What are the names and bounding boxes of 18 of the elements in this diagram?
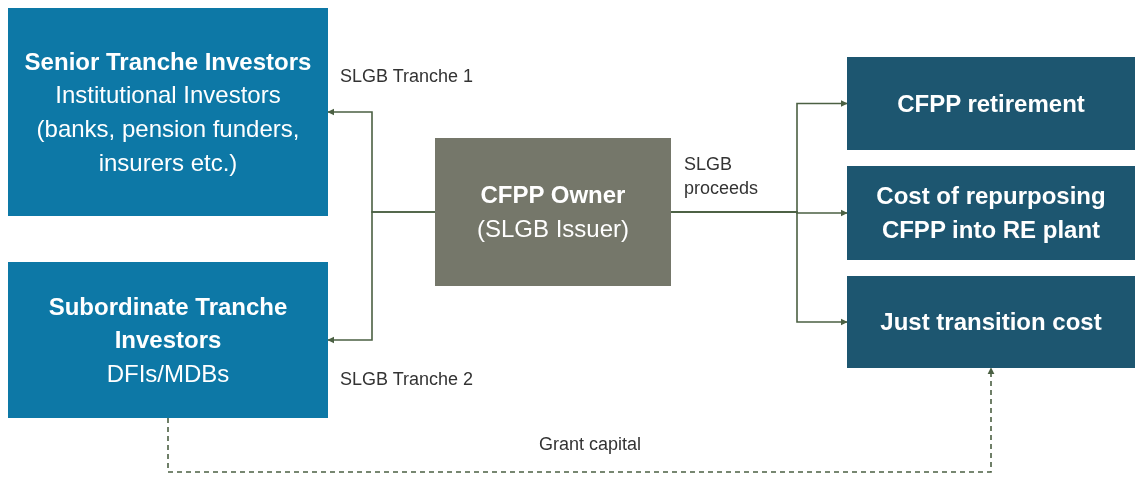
arrow [670, 211, 848, 326]
dashed-arrow [167, 367, 995, 473]
box-heading: Cost of repurposing CFPP into RE plant [875, 181, 1107, 245]
process-box [8, 262, 328, 418]
box-heading: Senior Tranche Investors [24, 46, 312, 77]
process-box [435, 138, 671, 286]
box-heading: CFPP retirement [897, 88, 1085, 119]
box-text: Institutional Investors (banks, pension funders, insurers etc.) [35, 80, 301, 178]
process-box [847, 276, 1135, 368]
box-text: DFIs/MDBs [106, 358, 230, 389]
process-box [847, 57, 1135, 150]
arrow [327, 211, 436, 344]
process-box [8, 8, 328, 216]
box-heading: CFPP Owner [480, 180, 626, 211]
box-heading: Subordinate Tranche Investors [47, 291, 289, 356]
process-box [847, 166, 1135, 260]
box-text: (SLGB Issuer) [476, 214, 629, 244]
box-heading: Just transition cost [880, 307, 1102, 338]
